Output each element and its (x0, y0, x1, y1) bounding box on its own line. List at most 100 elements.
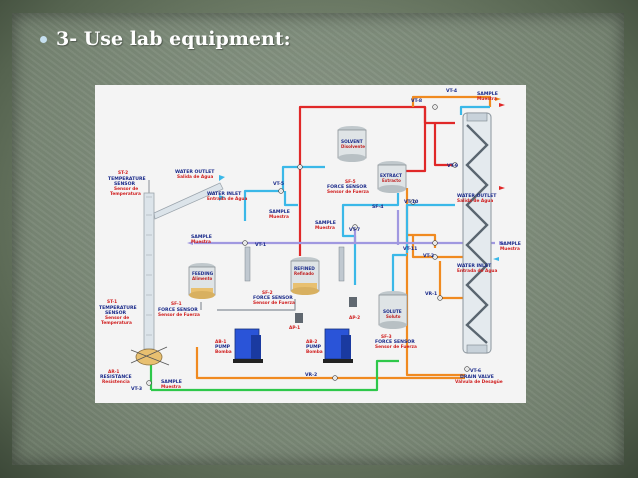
blue-pipe-sample (283, 191, 298, 207)
label-water-outlet-right-sub: Salida de Agua (457, 198, 493, 204)
label-vt7: VT-7 (349, 227, 360, 233)
red-pipe-top (298, 105, 455, 256)
process-diagram-svg: VT-4 SAMPLE Muestra VT-8 VT-9 SOLVENT Di… (99, 88, 521, 392)
blue-pipe-top-right (459, 105, 490, 115)
orange-pipe-loop (411, 95, 492, 107)
label-vt8: VT-8 (411, 98, 422, 104)
feeding-tank (188, 263, 216, 299)
label-st2: ST-2 (118, 170, 128, 176)
label-sf5-sub: Sensor de Fuerza (327, 189, 369, 195)
green-pipe-bottom (151, 359, 399, 392)
ap2-device (349, 297, 357, 307)
label-sample-left: SAMPLE (191, 234, 212, 240)
label-sf3: SF-3 (381, 334, 392, 340)
refined-tank (290, 257, 320, 295)
label-ab1-name: PUMP (215, 344, 231, 350)
label-sf5-name: FORCE SENSOR (327, 184, 367, 190)
label-st1-name2: SENSOR (105, 310, 127, 316)
label-solvent: SOLVENT (341, 139, 363, 145)
label-refined-sub: Refinado (294, 271, 314, 276)
label-feeding-sub: Alimento (192, 276, 212, 281)
label-st1-sub1: Sensor de (105, 315, 129, 321)
flow-arrows (187, 97, 505, 261)
label-sample-mid: SAMPLE (269, 209, 290, 215)
label-extract-sub: Extracto (382, 178, 401, 183)
valves (146, 104, 470, 386)
blue-pipe-solute (391, 253, 407, 299)
label-st2-sub1: Sensor de (114, 186, 138, 192)
label-sf3-name: FORCE SENSOR (375, 339, 415, 345)
bullet-icon (40, 35, 47, 43)
right-column (462, 112, 492, 354)
label-st1-sub2: Temperatura (101, 320, 132, 326)
label-sample-mid-sub: Muestra (269, 214, 289, 220)
label-sample-center: SAMPLE (315, 220, 336, 226)
extract-tank (377, 161, 407, 193)
label-st2-name1: TEMPERATURE (108, 176, 146, 182)
label-vt6: VT-6 (470, 368, 481, 374)
flowmeter-vt7 (338, 246, 345, 282)
label-sample-right-sub: Muestra (500, 246, 520, 252)
label-ab2-name: PUMP (306, 344, 322, 350)
label-vr1: VR-1 (425, 291, 437, 297)
label-vt2: VT-2 (423, 253, 434, 259)
label-vt4: VT-4 (446, 88, 457, 94)
label-vt3: VT-3 (131, 386, 142, 392)
label-sample-right: SAMPLE (500, 241, 521, 247)
label-solute-sub: Soluto (386, 314, 401, 319)
label-ap1: AP-1 (289, 325, 300, 331)
label-vt5: VT-5 (273, 181, 284, 187)
slide-heading: 3- Use lab equipment: (40, 28, 291, 50)
label-sample-top-right-sub: Muestra (477, 96, 497, 102)
label-sf2: SF-2 (262, 290, 273, 296)
label-ap2: AP-2 (349, 315, 360, 321)
label-solvent-sub: Disolvente (341, 144, 365, 149)
ap1-device (295, 313, 303, 323)
blue-pipe-solute2 (405, 203, 455, 253)
label-water-outlet-right: WATER OUTLET (457, 193, 497, 199)
label-water-inlet-right-sub: Entrada de Agua (457, 268, 497, 274)
label-sample-center-sub: Muestra (315, 225, 335, 231)
label-st1-name1: TEMPERATURE (99, 305, 137, 311)
label-ar1-name: RESISTANCE (100, 374, 132, 380)
label-st1: ST-1 (107, 299, 117, 305)
label-ab1: AB-1 (215, 339, 226, 345)
labels: VT-4 SAMPLE Muestra VT-8 VT-9 SOLVENT Di… (99, 88, 521, 392)
label-sample-top-right: SAMPLE (477, 91, 498, 97)
label-vt1: VT-1 (255, 242, 266, 248)
label-sf1-sub: Sensor de Fuerza (158, 312, 200, 318)
label-feeding: FEEDING (192, 271, 214, 277)
label-vt11: VT-11 (403, 246, 417, 252)
label-sample-bottom: SAMPLE (161, 379, 182, 385)
label-water-outlet-left-sub: Salida de Agua (177, 174, 213, 180)
label-sf2-sub: Sensor de Fuerza (253, 300, 295, 306)
label-ab1-sub: Bomba (215, 349, 232, 355)
label-ar1: AR-1 (108, 369, 119, 375)
label-ar1-sub: Resistencia (102, 379, 130, 385)
pump-ab2 (323, 328, 353, 363)
label-sf4: SF-4 (372, 204, 383, 210)
label-water-inlet-left: WATER INLET (207, 191, 242, 197)
label-sf5: SF-5 (345, 179, 356, 185)
heading-text: 3- Use lab equipment: (56, 28, 291, 50)
label-st2-name2: SENSOR (114, 181, 136, 187)
label-sf1: SF-1 (171, 301, 182, 307)
label-vt9: VT-9 (447, 163, 458, 169)
pump-ab1 (233, 328, 263, 363)
label-refined: REFINED (294, 266, 315, 272)
label-st2-sub2: Temperatura (110, 191, 141, 197)
red-pipe-vt9 (433, 123, 455, 167)
label-sf2-name: FORCE SENSOR (253, 295, 293, 301)
label-water-inlet-left-sub: Entrada de Agua (207, 196, 247, 202)
label-vr2: VR-2 (305, 372, 317, 378)
label-water-inlet-right: WATER INLET (457, 263, 492, 269)
orange-pipe-vt2 (411, 235, 463, 259)
label-extract: EXTRACT (380, 173, 402, 179)
solvent-tank (337, 126, 367, 162)
left-column (130, 180, 224, 366)
label-solute: SOLUTE (383, 309, 402, 315)
label-sample-bottom-sub: Muestra (161, 384, 181, 390)
label-vt10: VT-10 (404, 199, 418, 205)
solute-tank (378, 291, 408, 329)
label-water-outlet-left: WATER OUTLET (175, 169, 215, 175)
